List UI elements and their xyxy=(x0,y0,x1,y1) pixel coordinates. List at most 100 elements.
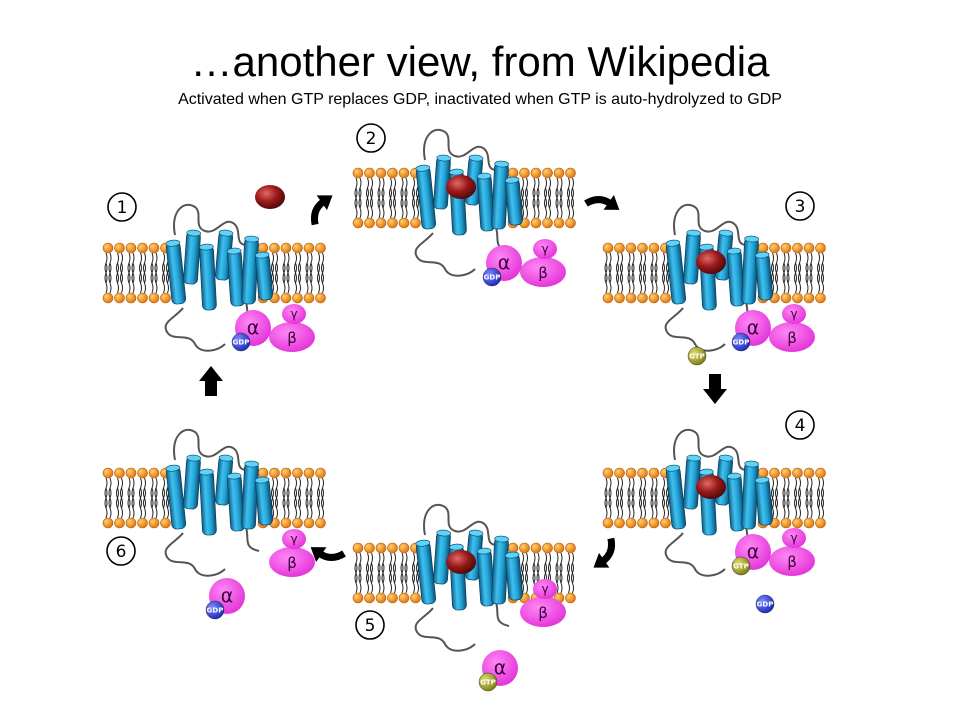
lipid-head xyxy=(803,242,815,254)
receptor-gpcr xyxy=(414,128,523,277)
beta-label: β xyxy=(287,554,297,572)
step-number: 1 xyxy=(117,198,128,218)
arrow-5-to-6 xyxy=(310,547,346,562)
alpha-label: α xyxy=(221,585,234,607)
transmembrane-helix xyxy=(254,476,273,526)
lipid-head xyxy=(352,542,364,554)
gamma-subunit xyxy=(533,239,557,259)
lipid-head xyxy=(648,467,660,479)
extracellular-loop xyxy=(173,428,248,471)
lipid-head xyxy=(614,467,625,479)
beta-label: β xyxy=(787,329,797,347)
lipid-head xyxy=(792,467,803,479)
lipid-head xyxy=(780,292,792,304)
gtp-label: GTP xyxy=(689,353,705,361)
beta-label: β xyxy=(538,264,548,282)
free-ligand xyxy=(255,185,285,209)
page-subtitle: Activated when GTP replaces GDP, inactiv… xyxy=(178,91,782,108)
lipid-head xyxy=(315,517,326,529)
extracellular-loop xyxy=(673,203,748,246)
lipid-head xyxy=(364,167,375,179)
beta-subunit xyxy=(269,547,315,577)
lipid-head xyxy=(780,242,792,254)
intracellular-loop xyxy=(414,232,476,277)
transmembrane-helix xyxy=(476,547,495,607)
lipid-head xyxy=(803,467,815,479)
lipid-head xyxy=(257,242,269,254)
intracellular-loop xyxy=(664,532,726,577)
step-number: 5 xyxy=(365,616,376,636)
lipid-head xyxy=(303,467,315,479)
step-number-badge: 6 xyxy=(106,536,136,566)
step-number-badge: 5 xyxy=(355,610,385,640)
lipid-head xyxy=(315,292,326,304)
beta-subunit xyxy=(769,322,815,352)
lipid-head xyxy=(565,217,576,229)
step-number: 4 xyxy=(795,416,806,436)
gamma-subunit xyxy=(533,579,557,599)
transmembrane-helix xyxy=(183,229,202,285)
transmembrane-helix xyxy=(165,239,187,305)
lipid-head xyxy=(530,167,542,179)
gdp-molecule: GDP xyxy=(482,267,502,287)
gamma-label: γ xyxy=(541,242,548,256)
lipid-head xyxy=(602,467,614,479)
lipid-head xyxy=(780,517,792,529)
transmembrane-helix xyxy=(199,468,217,536)
arrow-3-to-4 xyxy=(703,374,727,404)
extracellular-loop xyxy=(423,128,498,171)
gamma-label: γ xyxy=(790,307,797,321)
ligand-bound xyxy=(696,475,726,499)
gamma-label: γ xyxy=(790,531,797,545)
lipid-head xyxy=(398,217,410,229)
gtp-label: GTP xyxy=(733,563,749,571)
beta-subunit xyxy=(769,546,815,576)
lipid-head xyxy=(303,517,315,529)
lipid-head xyxy=(102,467,114,479)
transmembrane-helix xyxy=(683,229,702,285)
lipid-head xyxy=(292,292,303,304)
lipid-head xyxy=(125,517,137,529)
beta-subunit xyxy=(269,322,315,352)
page-title: …another view, from Wikipedia xyxy=(190,38,770,85)
gamma-subunit xyxy=(282,304,306,324)
lipid-head xyxy=(410,217,421,229)
lipid-head xyxy=(148,292,160,304)
lipid-head xyxy=(292,242,303,254)
gdp-molecule: GDP xyxy=(731,332,751,352)
transmembrane-helix xyxy=(754,251,773,301)
intracellular-loop xyxy=(414,607,476,652)
lipid-head xyxy=(602,517,614,529)
lipid-head xyxy=(375,217,387,229)
lipid-head xyxy=(352,592,364,604)
lipid-head xyxy=(625,467,637,479)
lipid-head xyxy=(565,592,576,604)
receptor-gpcr xyxy=(664,428,773,577)
gdp-label: GDP xyxy=(733,339,750,347)
lipid-head xyxy=(780,467,792,479)
lipid-head xyxy=(398,167,410,179)
lipid-head xyxy=(792,517,803,529)
lipid-head xyxy=(757,242,769,254)
lipid-head xyxy=(280,517,292,529)
lipid-head xyxy=(553,217,565,229)
lipid-head xyxy=(602,242,614,254)
intracellular-loop xyxy=(164,532,226,577)
beta-gamma-dimer: γβ xyxy=(520,239,566,287)
lipid-head xyxy=(815,467,826,479)
step-number: 2 xyxy=(366,129,377,149)
transmembrane-helix xyxy=(415,164,437,230)
lipid-head xyxy=(387,167,398,179)
lipid-head xyxy=(148,517,160,529)
lipid-head xyxy=(803,292,815,304)
lipid-head xyxy=(102,242,114,254)
lipid-head xyxy=(280,292,292,304)
alpha-label: α xyxy=(747,317,760,339)
